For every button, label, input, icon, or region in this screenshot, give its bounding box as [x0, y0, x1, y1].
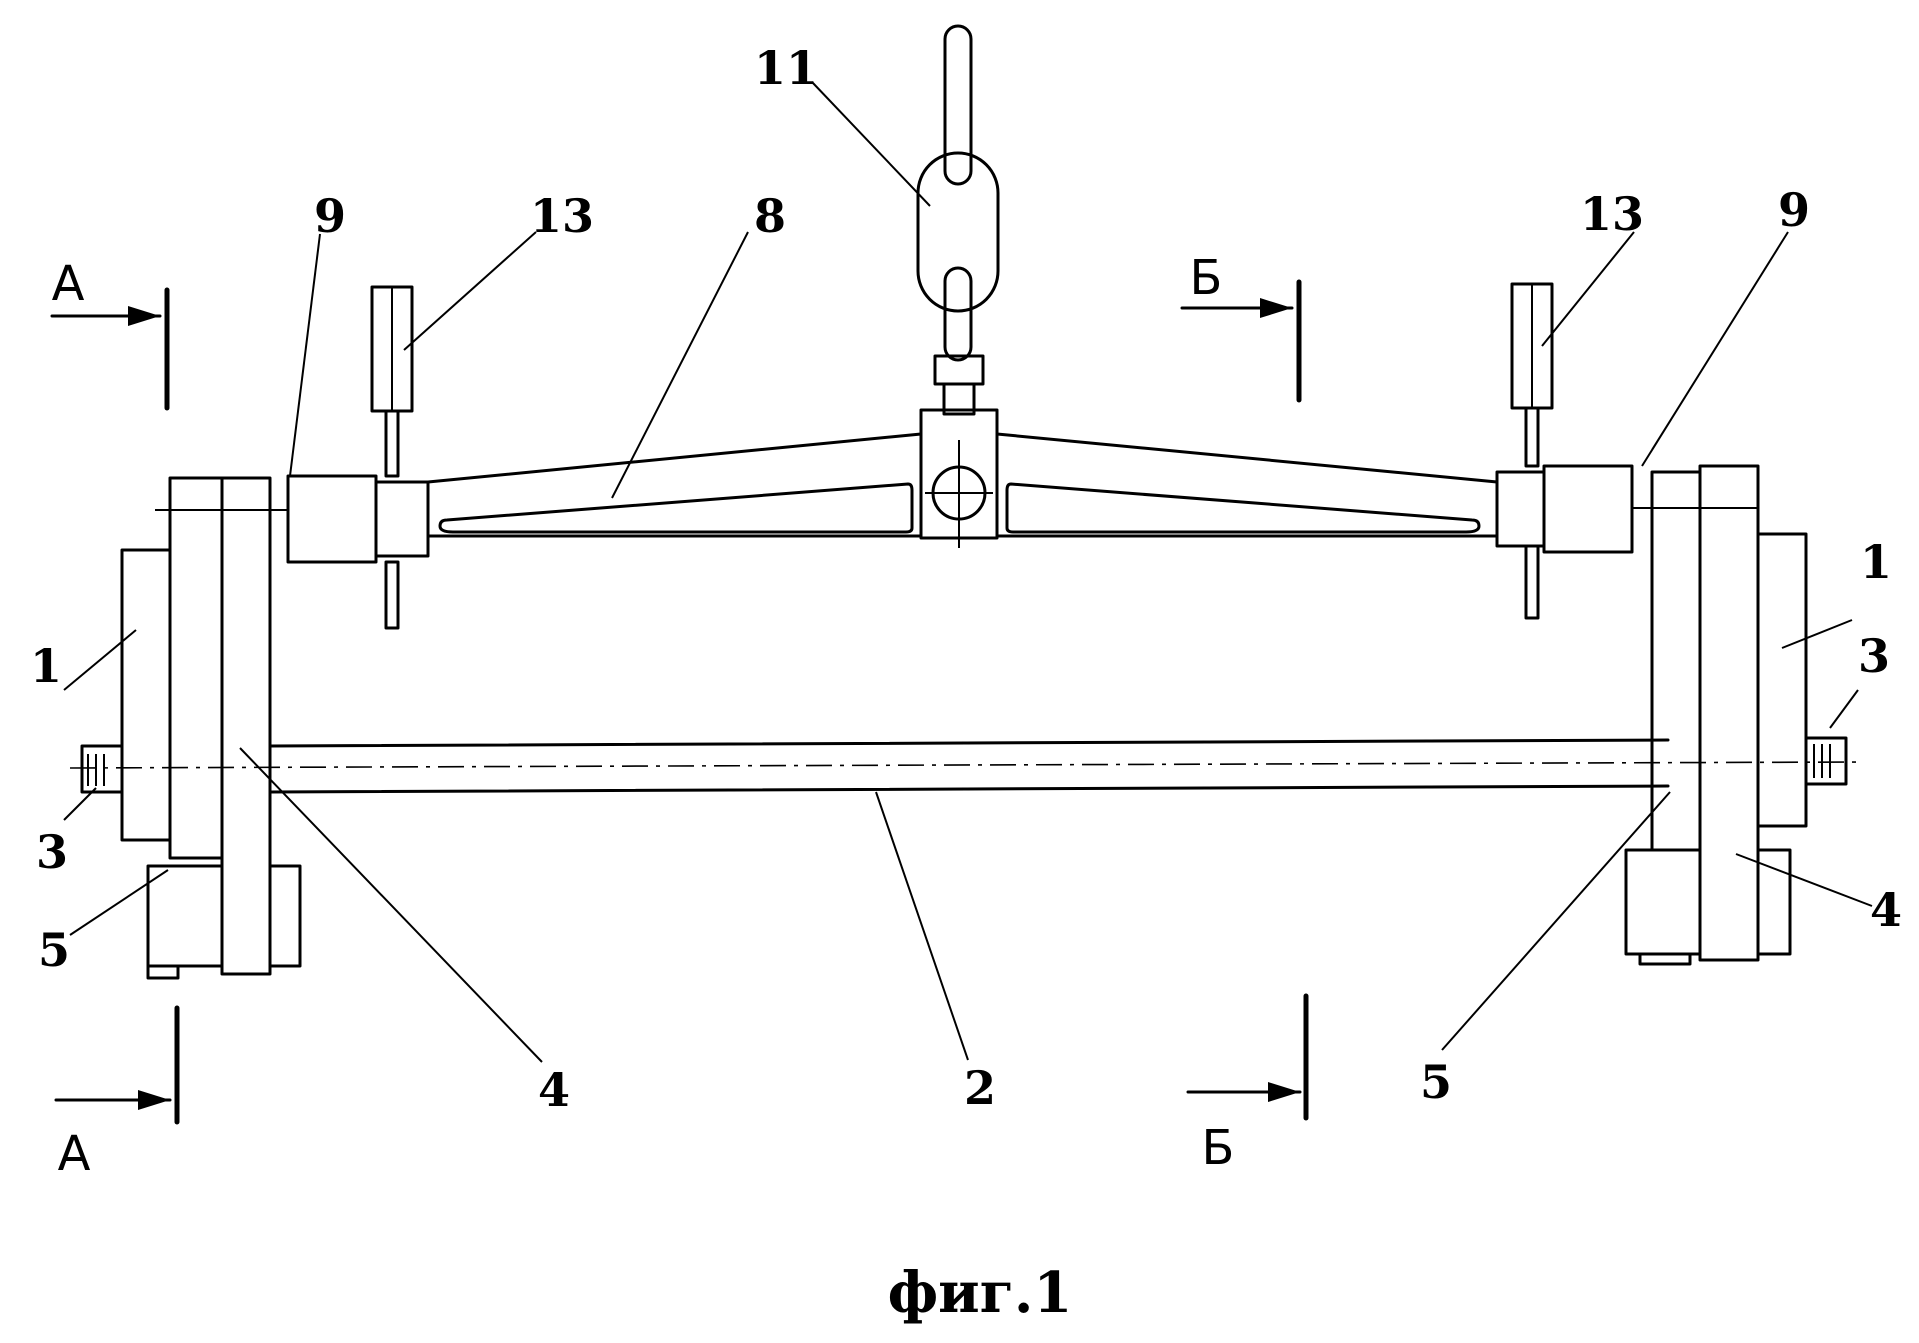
section-letter-b-top: Б — [1190, 250, 1223, 306]
label-9-left: 9 — [314, 189, 346, 243]
label-4-left: 4 — [538, 1063, 570, 1117]
label-5-left: 5 — [38, 923, 70, 977]
figure-caption: фиг.1 — [888, 1260, 1073, 1326]
label-13-right: 13 — [1580, 187, 1644, 241]
central-hub — [921, 356, 997, 548]
label-1-right: 1 — [1860, 535, 1892, 589]
label-9-right: 9 — [1778, 183, 1810, 237]
label-3-left: 3 — [36, 825, 68, 879]
label-13-left: 13 — [530, 189, 594, 243]
traverse-beam — [428, 434, 1497, 536]
right-clamp — [1626, 466, 1846, 964]
label-8: 8 — [754, 189, 786, 243]
section-letter-a-bottom: А — [58, 1126, 91, 1182]
axle — [70, 740, 1860, 792]
section-a-bottom — [56, 1008, 177, 1122]
left-clamp — [82, 478, 300, 978]
label-1-left: 1 — [30, 639, 62, 693]
label-5-right: 5 — [1420, 1055, 1452, 1109]
label-2: 2 — [964, 1061, 996, 1115]
section-letter-b-bottom: Б — [1202, 1120, 1235, 1176]
label-4-right: 4 — [1870, 883, 1902, 937]
lifting-chain — [918, 26, 998, 360]
right-beam-end — [1497, 284, 1758, 618]
label-3-right: 3 — [1858, 629, 1890, 683]
section-letter-a-top: А — [52, 256, 85, 312]
section-b-bottom — [1188, 996, 1306, 1118]
label-11: 11 — [754, 41, 818, 95]
